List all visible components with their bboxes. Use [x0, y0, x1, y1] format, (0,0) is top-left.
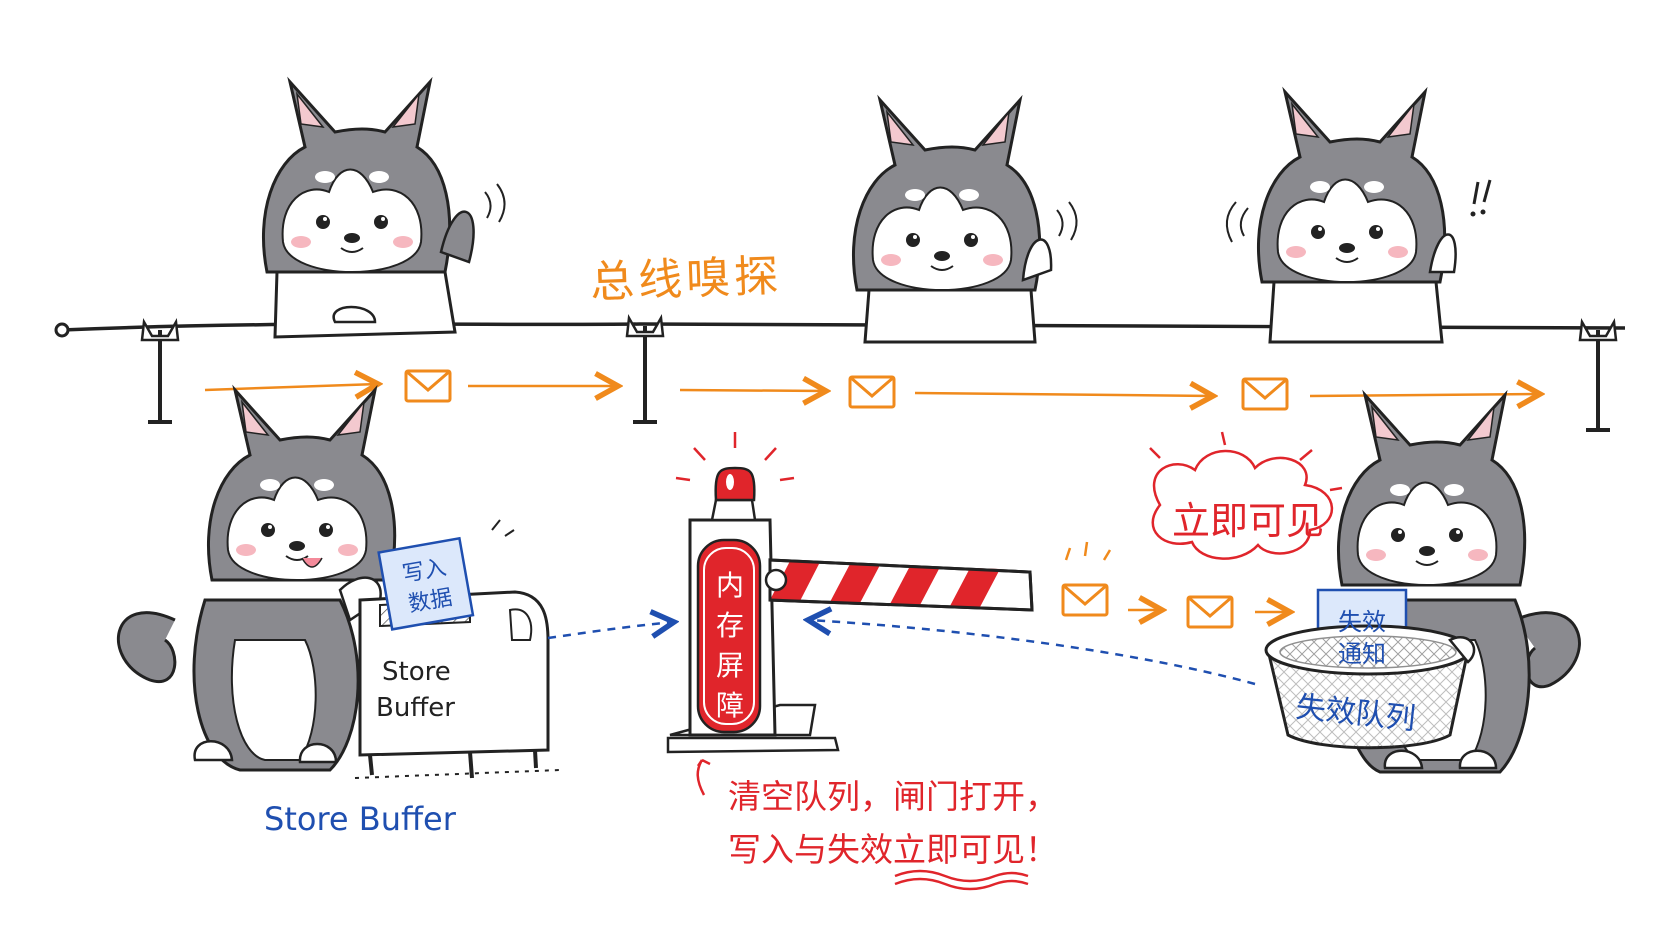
mailbox-label-line-1: Store: [382, 657, 451, 687]
barrier-note-line-1: 清空队列，闸门打开，: [728, 777, 1058, 816]
rail-post-3: [1578, 318, 1618, 432]
husky-top-left: [261, 80, 506, 339]
memory-barrier-gate: [666, 498, 840, 754]
envelope-icon: [1241, 377, 1289, 411]
husky-top-right: [1225, 90, 1492, 344]
invalidation-paper-line-2: 通知: [1338, 640, 1386, 668]
barrier-note-prefix: 写入与失效: [728, 830, 893, 869]
envelope-icon: [1186, 595, 1234, 629]
mailbox-label-line-2: Buffer: [376, 693, 455, 723]
bus-messages: [204, 369, 1540, 411]
rail-post-1: [140, 318, 180, 424]
bus-snooping-title: 总线嗅探: [589, 250, 783, 309]
barrier-note-line-2: 写入与失效立即可见！: [728, 823, 1058, 871]
barrier-char-2: 存: [715, 609, 744, 642]
husky-store-buffer: [116, 388, 397, 772]
immediately-visible-bubble: [1149, 431, 1343, 560]
alarm-light-icon: [675, 432, 795, 502]
barrier-char-1: 内: [715, 569, 744, 602]
rail-post-2: [625, 314, 665, 424]
envelope-icon: [848, 375, 896, 409]
barrier-char-3: 屏: [715, 649, 744, 682]
barrier-char-4: 障: [715, 689, 744, 722]
invalidation-paper-line-1: 失效: [1338, 608, 1386, 636]
arriving-messages: [1061, 541, 1290, 629]
envelope-icon: [1061, 583, 1109, 617]
write-data-paper: [377, 536, 475, 631]
basket-icon: [1264, 624, 1476, 750]
husky-top-middle: [851, 98, 1078, 344]
store-buffer-caption: Store Buffer: [264, 800, 456, 838]
gate-arm: [764, 558, 1034, 612]
barrier-note-emphasis: 立即可见: [893, 830, 1025, 869]
bubble-text: 立即可见: [1172, 499, 1325, 543]
barrier-label: 内 存 屏 障: [710, 566, 750, 726]
envelope-icon: [404, 369, 452, 403]
barrier-note-suffix: ！: [1025, 830, 1058, 869]
